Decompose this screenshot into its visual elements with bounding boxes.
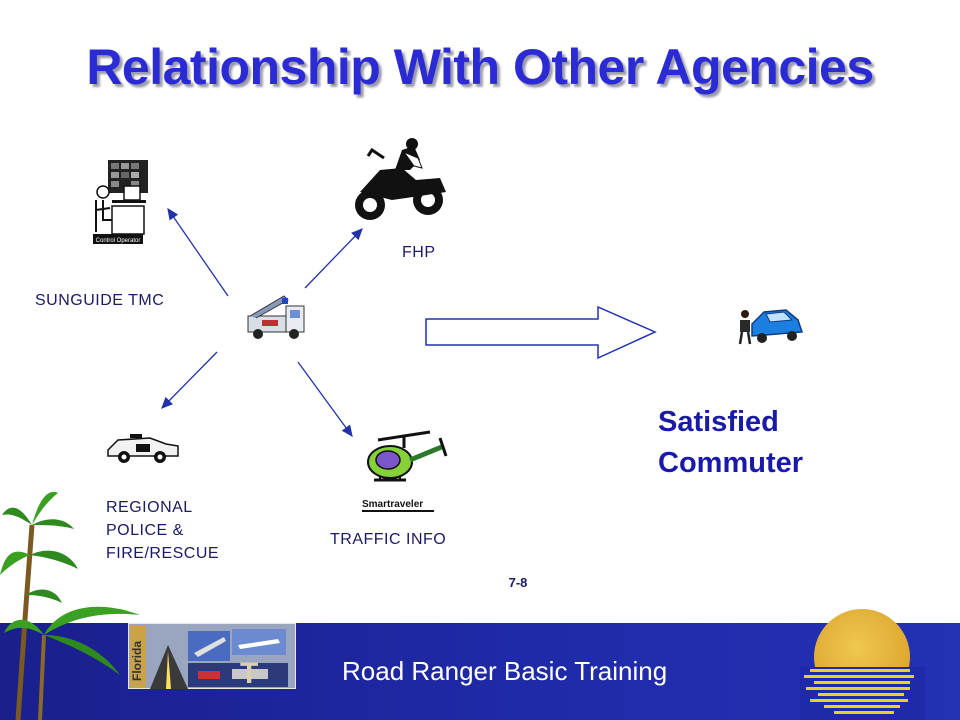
tow-truck-icon bbox=[247, 295, 305, 339]
control-operator-icon: Control Operator bbox=[93, 160, 148, 244]
traffic-info-label: TRAFFIC INFO bbox=[330, 531, 447, 548]
fdot-logo-text: Florida bbox=[130, 641, 144, 681]
svg-text:T: T bbox=[240, 657, 258, 689]
car-with-commuter-icon bbox=[738, 309, 804, 345]
footer-title: Road Ranger Basic Training bbox=[342, 656, 668, 686]
arrow-to-fhp bbox=[304, 228, 363, 289]
regional-label-line: REGIONAL bbox=[106, 499, 193, 516]
helicopter-icon bbox=[367, 430, 448, 482]
outcome-line: Commuter bbox=[658, 447, 804, 479]
slide-title: Relationship With Other Agencies bbox=[86, 39, 874, 95]
fdot-logo-icon: Florida T bbox=[128, 623, 296, 689]
page-number: 7-8 bbox=[508, 575, 528, 590]
sunguide-label: SUNGUIDE TMC bbox=[35, 292, 165, 309]
arrow-to-traffic-info bbox=[297, 361, 353, 438]
outcome-line: Satisfied bbox=[658, 406, 779, 438]
satisfied-commuter-label: Satisfied Commuter bbox=[658, 402, 803, 484]
palm-tree-icon bbox=[0, 491, 140, 720]
arrow-to-regional bbox=[161, 351, 218, 409]
regional-label-line: POLICE & bbox=[106, 522, 184, 539]
regional-label: REGIONAL POLICE & FIRE/RESCUE bbox=[106, 496, 219, 565]
smartraveler-caption: Smartraveler bbox=[362, 499, 423, 510]
control-operator-caption: Control Operator bbox=[96, 238, 141, 244]
sun-icon bbox=[800, 609, 925, 720]
regional-label-line: FIRE/RESCUE bbox=[106, 545, 220, 562]
arrow-to-sunguide bbox=[167, 207, 229, 297]
motorcycle-icon bbox=[355, 138, 446, 220]
police-car-icon bbox=[107, 434, 179, 463]
block-arrow-to-commuter bbox=[425, 305, 657, 360]
fhp-label: FHP bbox=[402, 244, 436, 261]
